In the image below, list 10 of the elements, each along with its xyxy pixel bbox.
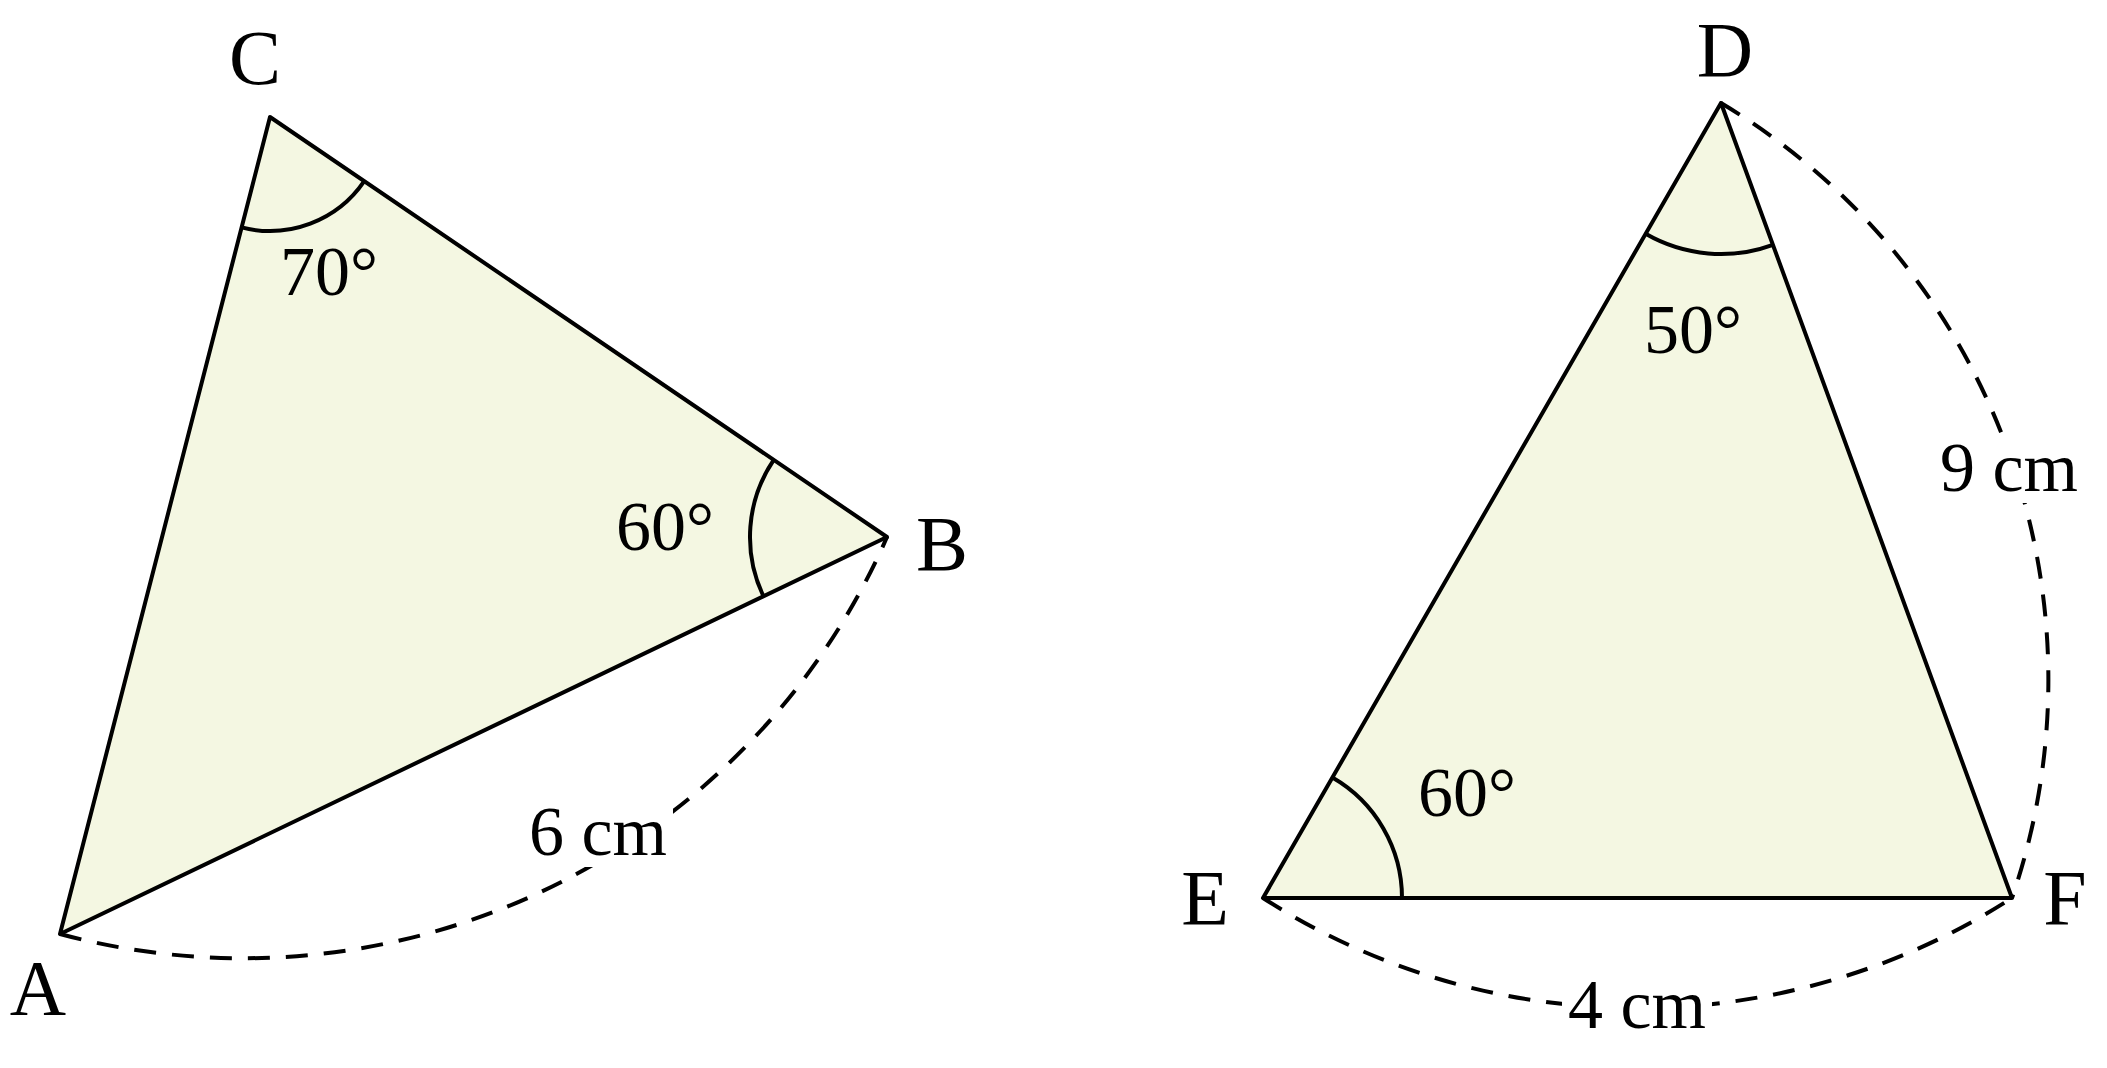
angle-label: 50° [1644, 295, 1742, 365]
vertex-label: E [1181, 859, 1229, 937]
vertex-label: F [2043, 859, 2087, 937]
angle-label: 60° [1418, 758, 1516, 828]
vertex-label: A [9, 949, 67, 1027]
vertex-label: B [916, 505, 968, 583]
angle-label: 60° [616, 492, 714, 562]
vertex-label: C [229, 19, 281, 97]
angle-label: 70° [280, 237, 378, 307]
vertex-label: D [1696, 11, 1754, 89]
